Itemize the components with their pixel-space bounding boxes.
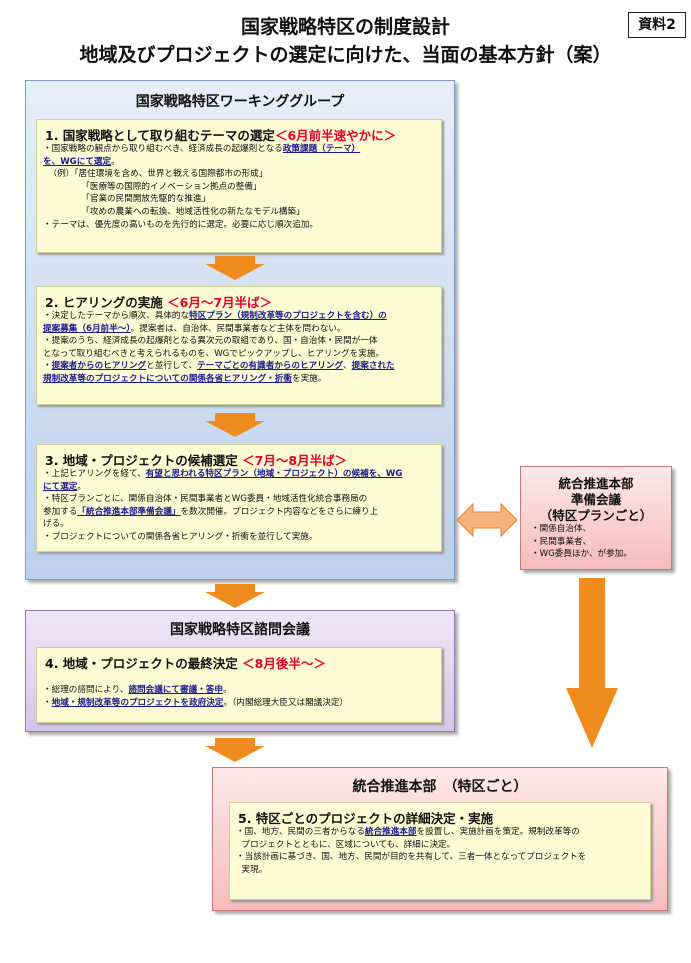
page-title: 国家戦略特区の制度設計 [240, 16, 450, 38]
section-4-body: ・総理の諮問により、諮問会議にて審議・答申。 ・地域・規制改革等のプロジェクトを… [43, 685, 349, 708]
section-3-title: 3. 地域・プロジェクトの候補選定 ＜7月～8月半ば＞ [45, 453, 348, 468]
wg-heading: 国家戦略特区ワーキンググループ [135, 94, 345, 110]
prep-meeting-box: 統合推進本部 準備会議 （特区プランごと） ・関係自治体、 ・民間事業者、 ・W… [520, 466, 672, 570]
section-1-title: 1. 国家戦略として取り組むテーマの選定＜6月前半速やかに＞ [45, 128, 397, 143]
section-5-body: ・国、地方、民間の三者からなる統合推進本部を設置し、実施計画を策定。規制改革等の… [236, 827, 587, 875]
arrow-down-icon [205, 584, 265, 608]
section-5-title: 5. 特区ごとのプロジェクトの詳細決定・実施 [238, 811, 494, 826]
document-tag: 資料2 [628, 12, 686, 38]
section-1-time: ＜6月前半速やかに＞ [274, 128, 397, 143]
arrow-down-icon [205, 738, 265, 762]
prep-heading-1: 統合推進本部 [558, 476, 634, 491]
section-3: 3. 地域・プロジェクトの候補選定 ＜7月～8月半ば＞ ・上記ヒアリングを経て、… [36, 444, 442, 552]
section-4-title: 4. 地域・プロジェクトの最終決定 ＜8月後半～＞ [45, 656, 326, 671]
bidirectional-arrow-icon [457, 502, 517, 538]
section-4: 4. 地域・プロジェクトの最終決定 ＜8月後半～＞ ・総理の諮問により、諮問会議… [36, 647, 442, 723]
section-1-body: ・国家戦略の観点から取り組むべき、経済成長の起爆剤となる政策課題（テーマ） を、… [43, 144, 361, 230]
section-2-title: 2. ヒアリングの実施 ＜6月～7月半ば＞ [45, 295, 273, 310]
arrow-down-icon [205, 256, 265, 280]
arrow-down-icon [205, 413, 265, 437]
section-2-body: ・決定したテーマから順次、具体的な特区プラン（規制改革等のプロジェクトを含む）の… [43, 311, 395, 384]
section-2-time: ＜6月～7月半ば＞ [167, 295, 273, 310]
prep-body: ・関係自治体、 ・民間事業者、 ・WG委員ほか、が参加。 [531, 524, 632, 560]
section-2: 2. ヒアリングの実施 ＜6月～7月半ば＞ ・決定したテーマから順次、具体的な特… [36, 286, 442, 405]
section-1: 1. 国家戦略として取り組むテーマの選定＜6月前半速やかに＞ ・国家戦略の観点か… [36, 119, 442, 253]
section-3-body: ・上記ヒアリングを経て、有望と思われる特区プラン（地域・プロジェクト）の候補を、… [43, 469, 403, 542]
prep-heading-2: 準備会議 [570, 492, 621, 507]
council-heading: 国家戦略特区諮問会議 [170, 622, 310, 638]
section-5: 5. 特区ごとのプロジェクトの詳細決定・実施 ・国、地方、民間の三者からなる統合… [229, 802, 651, 900]
wg-panel: 国家戦略特区ワーキンググループ 1. 国家戦略として取り組むテーマの選定＜6月前… [25, 80, 455, 580]
prep-heading-3: （特区プランごと） [539, 508, 653, 523]
section-4-time: ＜8月後半～＞ [242, 656, 326, 671]
large-arrow-down-icon [566, 578, 618, 748]
hq-panel: 統合推進本部 （特区ごと） 5. 特区ごとのプロジェクトの詳細決定・実施 ・国、… [212, 767, 668, 911]
hq-heading: 統合推進本部 （特区ごと） [352, 779, 528, 795]
section-3-time: ＜7月～8月半ば＞ [242, 453, 348, 468]
council-panel: 国家戦略特区諮問会議 4. 地域・プロジェクトの最終決定 ＜8月後半～＞ ・総理… [25, 610, 455, 732]
page-subtitle: 地域及びプロジェクトの選定に向けた、当面の基本方針（案） [79, 44, 612, 66]
